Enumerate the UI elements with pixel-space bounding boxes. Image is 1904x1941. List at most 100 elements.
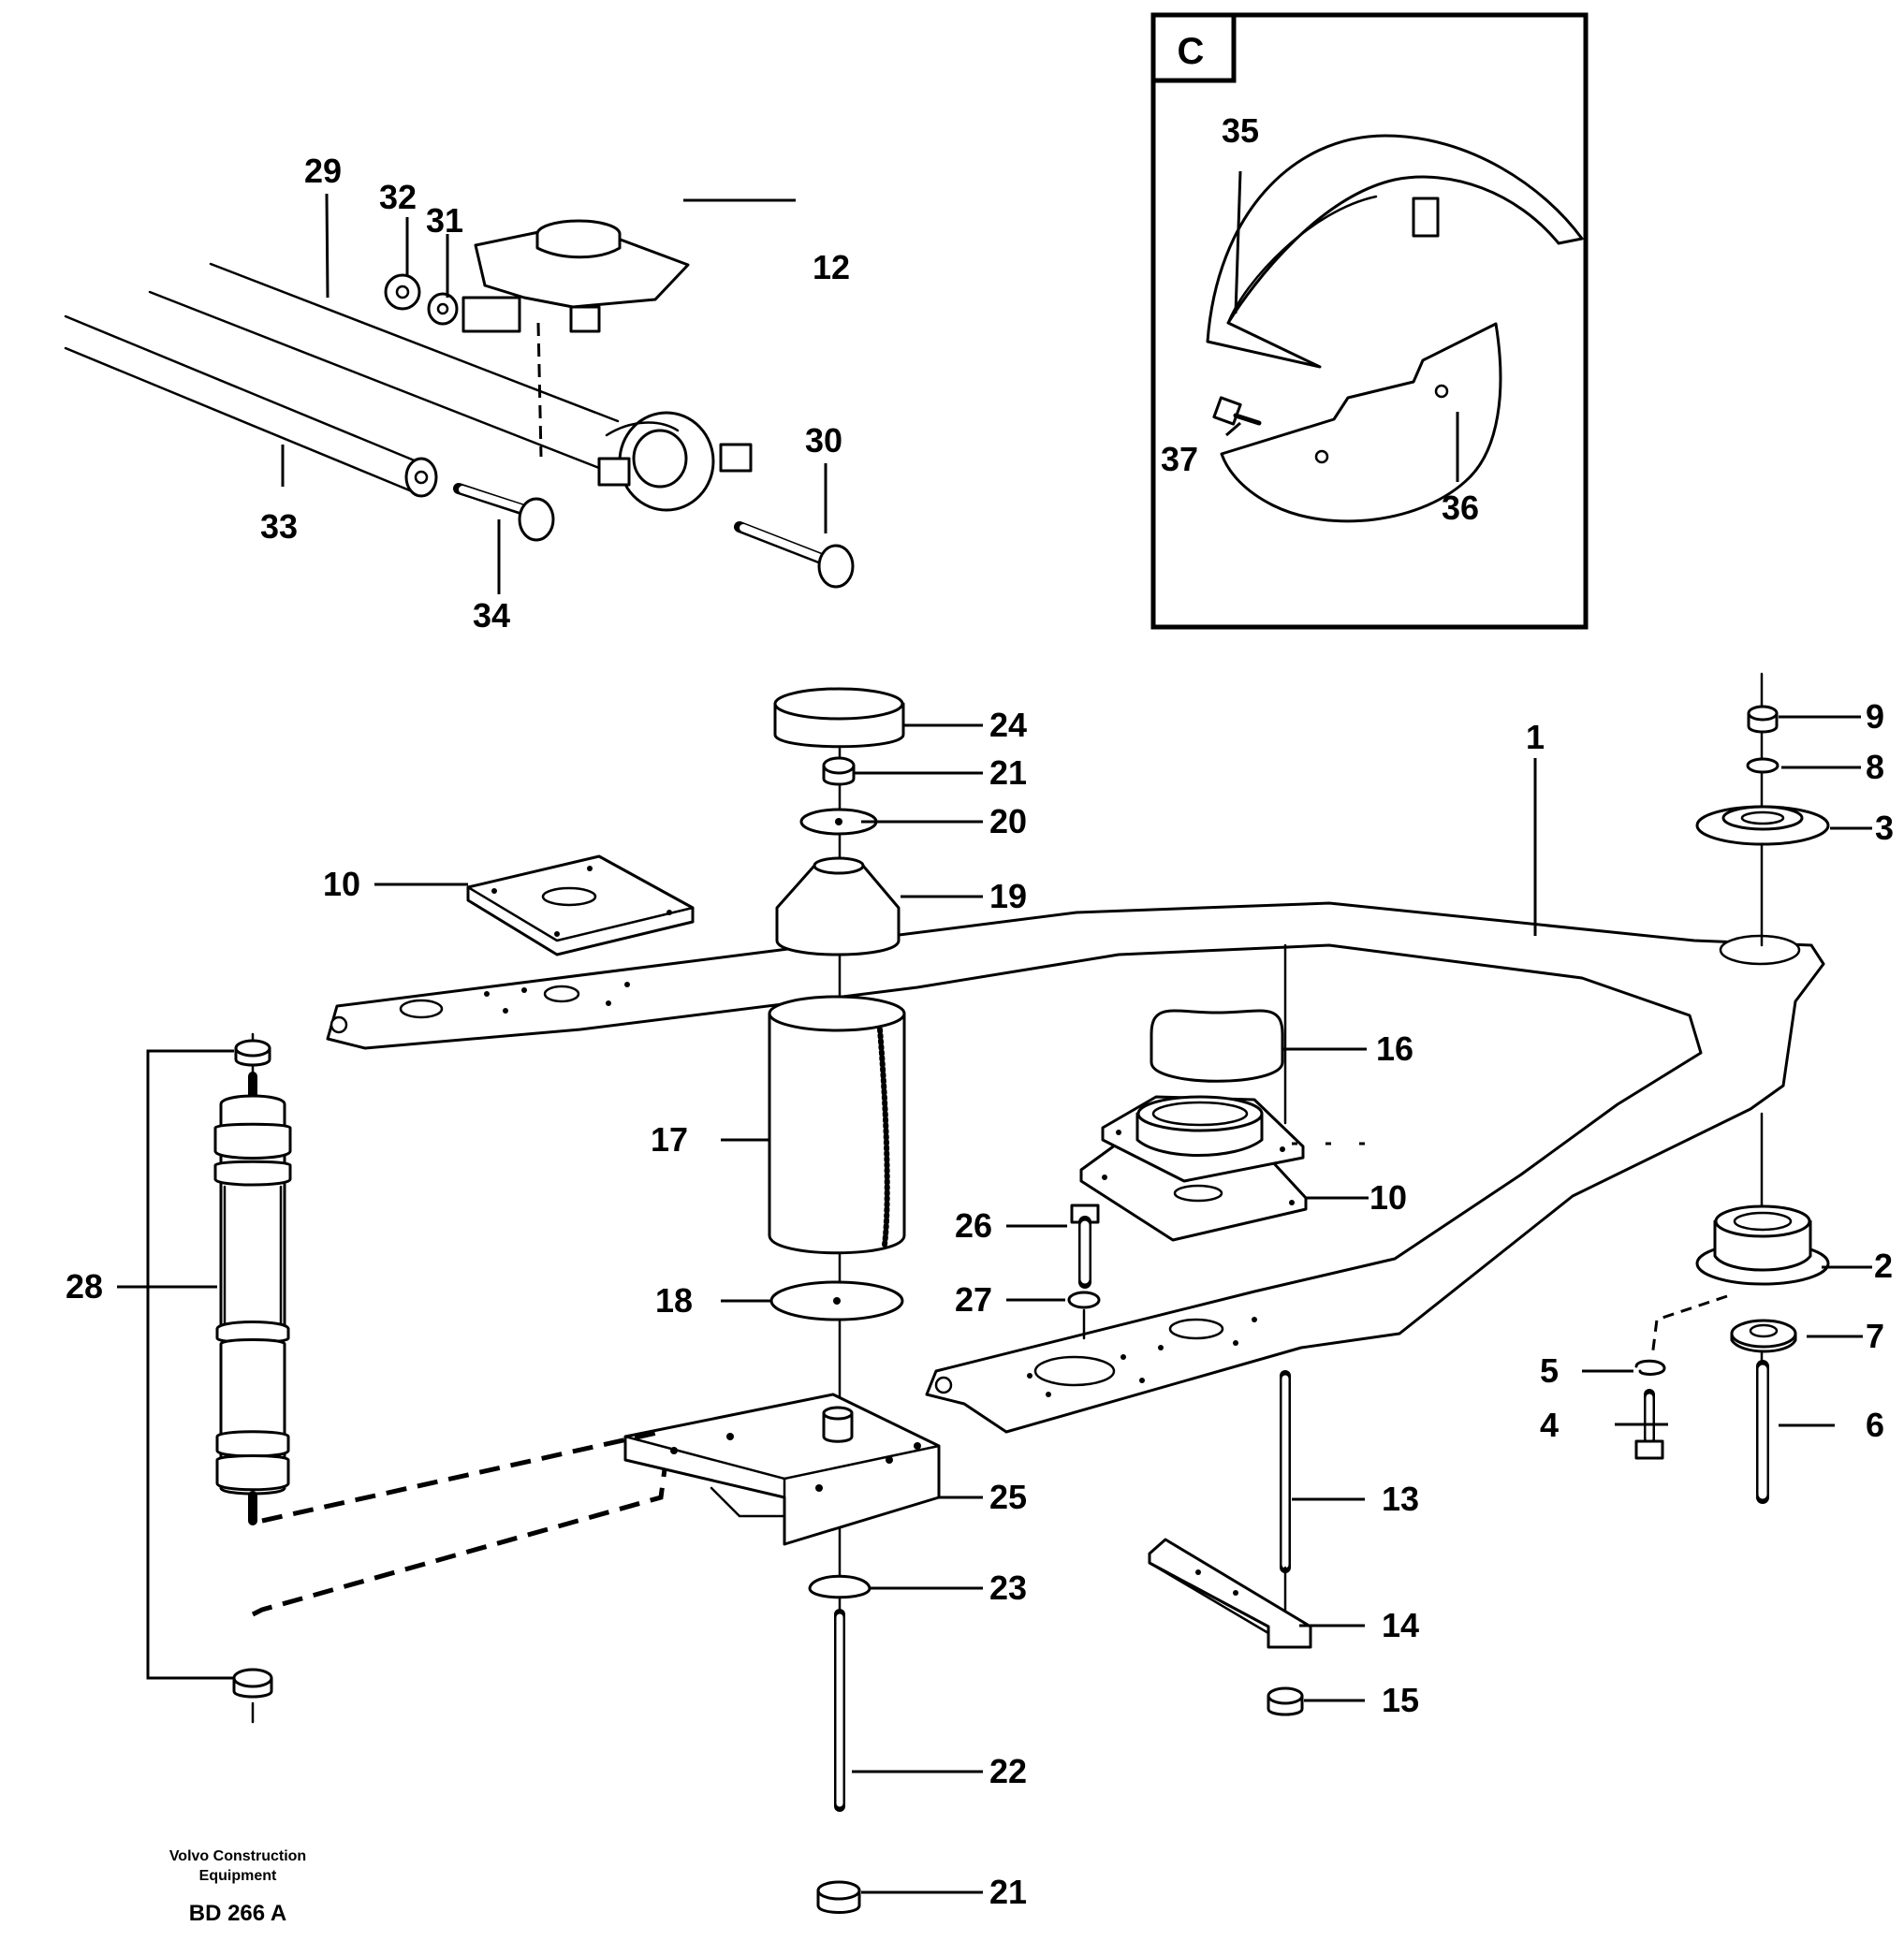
flap-hole: [1434, 384, 1449, 399]
callout-36: 36: [1442, 489, 1479, 527]
washer-27: [1067, 1291, 1101, 1309]
callout-15: 15: [1382, 1681, 1419, 1719]
flap-hole: [1314, 449, 1329, 464]
callout-32: 32: [379, 178, 417, 216]
connect-line-shock-upper: [261, 1429, 662, 1524]
leader-lines: [117, 170, 1872, 1894]
plate-10-upper: [466, 854, 695, 956]
callout-13: 13: [1382, 1480, 1419, 1518]
footer-company-line1: Volvo Construction: [169, 1848, 306, 1864]
nut-21-top: [822, 756, 856, 786]
nut-15: [1267, 1686, 1304, 1716]
right-center-mount: [1067, 943, 1312, 1716]
callout-1: 1: [1526, 718, 1545, 756]
inset-detail-c: C: [1150, 12, 1589, 630]
upper-left-assembly: [64, 219, 855, 589]
frame-bolt-holes: [484, 982, 1257, 1397]
inset-label: C: [1178, 31, 1205, 72]
cap-3: [1695, 805, 1830, 846]
bolt-26: [1070, 1204, 1100, 1289]
callout-26: 26: [955, 1206, 992, 1245]
callout-7: 7: [1866, 1317, 1884, 1355]
bolt-4: [1634, 1389, 1664, 1460]
callout-10-lower: 10: [1369, 1178, 1407, 1217]
cap-24: [773, 687, 905, 749]
frame-hole: [1168, 1318, 1224, 1340]
bushing-2: [1695, 1204, 1830, 1286]
inset-frame: [1150, 12, 1589, 630]
callout-33: 33: [260, 507, 298, 546]
callout-23: 23: [989, 1569, 1027, 1607]
frame-hole: [1033, 1355, 1116, 1387]
footer: Volvo Construction Equipment BD 266 A: [169, 1848, 306, 1926]
callout-20: 20: [989, 802, 1027, 840]
washer-8: [1746, 757, 1780, 774]
callout-19: 19: [989, 877, 1027, 915]
callout-14: 14: [1382, 1606, 1419, 1644]
frame-hole: [543, 985, 580, 1003]
rod-29-top-line: [209, 262, 620, 423]
cone-bumper-19: [775, 856, 901, 956]
callout-4: 4: [1540, 1406, 1559, 1444]
plate-12-collar: [535, 232, 622, 259]
shock-bracket-line: [146, 1049, 234, 1680]
shock-absorber-28: [146, 1032, 292, 1724]
callout-24: 24: [989, 706, 1027, 744]
shock-nut-top: [234, 1039, 271, 1067]
connect-line-shock-lower: [251, 1468, 667, 1617]
mud-flap: [1220, 322, 1502, 523]
callout-5: 5: [1540, 1351, 1559, 1390]
center-stack: [623, 687, 941, 1914]
callout-17: 17: [651, 1120, 688, 1159]
frame-1: [326, 901, 1825, 1434]
callout-21-top: 21: [989, 753, 1027, 792]
callout-37: 37: [1161, 440, 1198, 478]
main-frame: [326, 901, 1825, 1434]
bolt-30: [734, 521, 855, 589]
clip-5: [1634, 1359, 1666, 1376]
callout-numbers: 1 2 3 4 5 6 7 8 9 10 10 12 13 14 15 16 1…: [66, 111, 1894, 1911]
callout-6: 6: [1866, 1406, 1884, 1444]
fender: [1206, 134, 1584, 369]
rod-29-bottom-line: [148, 290, 601, 470]
callout-35: 35: [1222, 111, 1259, 150]
callout-22: 22: [989, 1752, 1027, 1790]
callout-9: 9: [1866, 697, 1884, 736]
plate-12-tab: [461, 296, 521, 333]
callout-21-bottom: 21: [989, 1873, 1027, 1911]
callout-2: 2: [1874, 1247, 1893, 1285]
connect-line: [1650, 1294, 1728, 1358]
bracket-25: [623, 1393, 941, 1546]
shock-nut-bottom: [232, 1668, 273, 1699]
plate-12-tab: [569, 305, 601, 333]
callout-12: 12: [813, 248, 850, 286]
right-pivot: [1634, 672, 1830, 1504]
cylinder-17: [768, 995, 906, 1255]
callout-16: 16: [1376, 1029, 1413, 1068]
callout-28: 28: [66, 1267, 103, 1306]
fender-bracket: [1412, 197, 1440, 238]
bolt-34: [453, 483, 555, 542]
callout-18: 18: [655, 1281, 693, 1320]
bushing-7: [1730, 1319, 1797, 1353]
frame-pivot-hole: [1719, 934, 1801, 966]
callout-8: 8: [1866, 748, 1884, 786]
callout-10-upper: 10: [323, 865, 360, 903]
rubber-23: [808, 1574, 871, 1599]
bushing-mount: [597, 411, 753, 512]
connect-line: [536, 322, 543, 458]
channel-14: [1148, 1538, 1312, 1649]
footer-company-line2: Equipment: [199, 1868, 277, 1884]
bolt-37: [1212, 396, 1262, 426]
callout-27: 27: [955, 1280, 992, 1319]
callout-25: 25: [989, 1478, 1027, 1516]
callout-31: 31: [426, 201, 463, 240]
nut-9: [1747, 705, 1779, 734]
bumper-16: [1150, 1009, 1284, 1083]
rod-33-bottom-line: [64, 346, 414, 493]
rod-33-bore: [414, 470, 429, 485]
callout-3: 3: [1875, 809, 1894, 847]
callout-29: 29: [304, 152, 342, 190]
inset-label-box: [1153, 15, 1237, 83]
